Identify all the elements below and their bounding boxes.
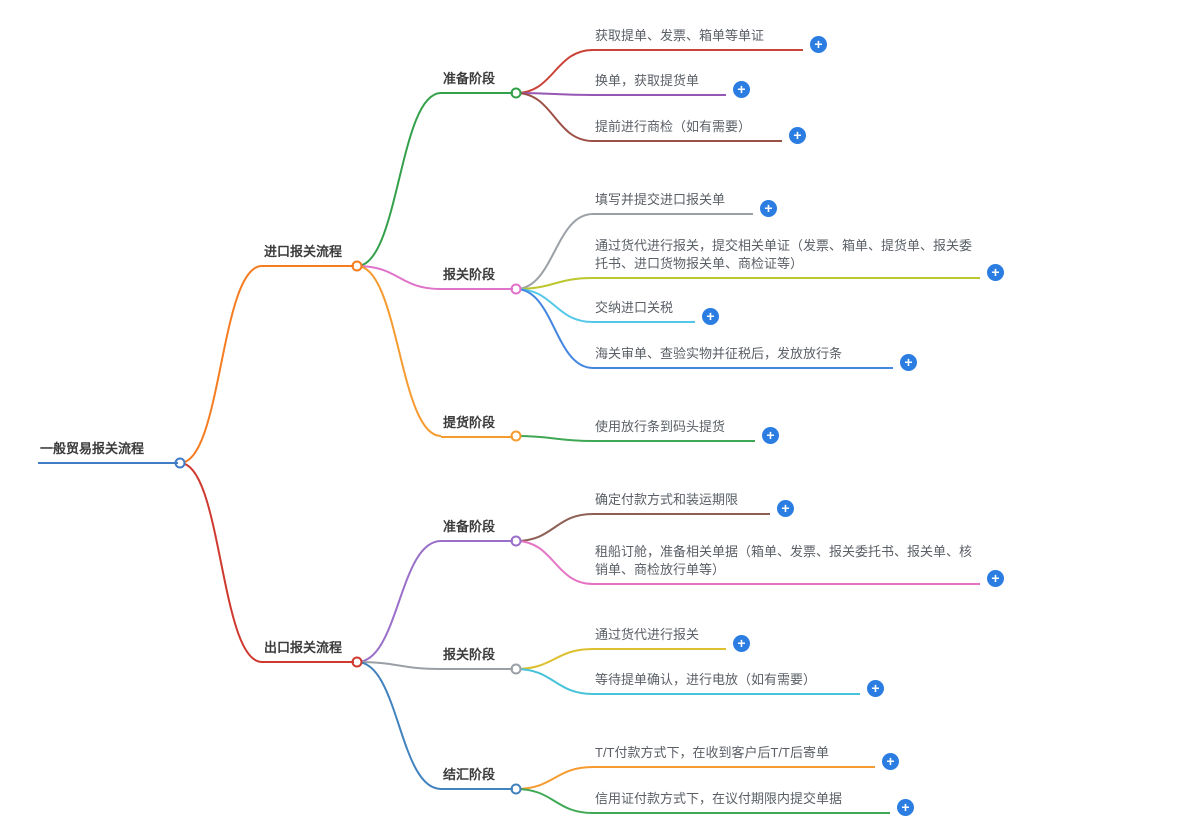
connector-leaf	[515, 92, 594, 96]
stage-export-settle[interactable]: 结汇阶段	[441, 766, 513, 790]
leaf-export-declare-2[interactable]: 等待提单确认，进行电放（如有需要）	[593, 671, 860, 695]
stage-export-prepare[interactable]: 准备阶段	[441, 518, 513, 542]
add-child-button[interactable]: +	[777, 500, 794, 517]
add-child-button[interactable]: +	[882, 753, 899, 770]
add-child-button[interactable]: +	[762, 427, 779, 444]
add-child-button[interactable]: +	[810, 36, 827, 53]
add-child-button[interactable]: +	[760, 200, 777, 217]
connector-leaf	[515, 513, 594, 542]
leaf-export-prepare-1[interactable]: 确定付款方式和装运期限	[593, 491, 770, 515]
add-child-button[interactable]: +	[702, 308, 719, 325]
connector-leaf	[515, 435, 594, 442]
connector-leaf	[515, 288, 594, 323]
stage-import-prepare[interactable]: 准备阶段	[441, 70, 513, 94]
connector-leaf	[515, 668, 594, 695]
connector-root-export	[179, 462, 263, 663]
add-child-button[interactable]: +	[789, 127, 806, 144]
connector-export-declare	[356, 661, 442, 670]
connector-export-settle	[356, 661, 442, 790]
connector-import-declare	[356, 265, 442, 290]
add-child-button[interactable]: +	[987, 264, 1004, 281]
add-child-button[interactable]: +	[733, 635, 750, 652]
leaf-import-declare-2[interactable]: 通过货代进行报关，提交相关单证（发票、箱单、提货单、报关委托书、进口货物报关单、…	[593, 237, 980, 279]
root-node[interactable]: 一般贸易报关流程	[38, 440, 178, 464]
connector-leaf	[515, 213, 594, 290]
add-child-button[interactable]: +	[733, 81, 750, 98]
add-child-button[interactable]: +	[987, 570, 1004, 587]
leaf-import-prepare-2[interactable]: 换单，获取提货单	[593, 72, 726, 96]
connector-leaf	[515, 49, 594, 94]
leaf-import-pickup-1[interactable]: 使用放行条到码头提货	[593, 418, 755, 442]
connector-leaf	[515, 788, 594, 814]
branch-import[interactable]: 进口报关流程	[262, 243, 354, 267]
connector-import-pickup	[356, 265, 442, 437]
stage-import-pickup[interactable]: 提货阶段	[441, 414, 513, 438]
connector-leaf	[515, 92, 594, 142]
leaf-export-declare-1[interactable]: 通过货代进行报关	[593, 626, 726, 650]
leaf-import-declare-3[interactable]: 交纳进口关税	[593, 299, 695, 323]
add-child-button[interactable]: +	[900, 354, 917, 371]
stage-import-declare[interactable]: 报关阶段	[441, 266, 513, 290]
leaf-import-prepare-1[interactable]: 获取提单、发票、箱单等单证	[593, 27, 803, 51]
leaf-import-prepare-3[interactable]: 提前进行商检（如有需要）	[593, 118, 782, 142]
leaf-export-prepare-2[interactable]: 租船订舱，准备相关单据（箱单、发票、报关委托书、报关单、核销单、商检放行单等）	[593, 543, 980, 585]
leaf-export-settle-1[interactable]: T/T付款方式下，在收到客户后T/T后寄单	[593, 744, 875, 768]
leaf-import-declare-4[interactable]: 海关审单、查验实物并征税后，发放放行条	[593, 345, 893, 369]
leaf-export-settle-2[interactable]: 信用证付款方式下，在议付期限内提交单据	[593, 790, 890, 814]
connector-leaf	[515, 766, 594, 790]
add-child-button[interactable]: +	[897, 799, 914, 816]
connector-root-import	[179, 265, 263, 464]
connector-leaf	[515, 288, 594, 369]
connector-leaf	[515, 648, 594, 670]
branch-export[interactable]: 出口报关流程	[262, 639, 354, 663]
add-child-button[interactable]: +	[867, 680, 884, 697]
connector-import-prepare	[356, 92, 442, 267]
leaf-import-declare-1[interactable]: 填写并提交进口报关单	[593, 191, 753, 215]
connector-leaf	[515, 540, 594, 585]
connector-leaf	[515, 277, 594, 290]
connector-export-prepare	[356, 540, 442, 663]
stage-export-declare[interactable]: 报关阶段	[441, 646, 513, 670]
